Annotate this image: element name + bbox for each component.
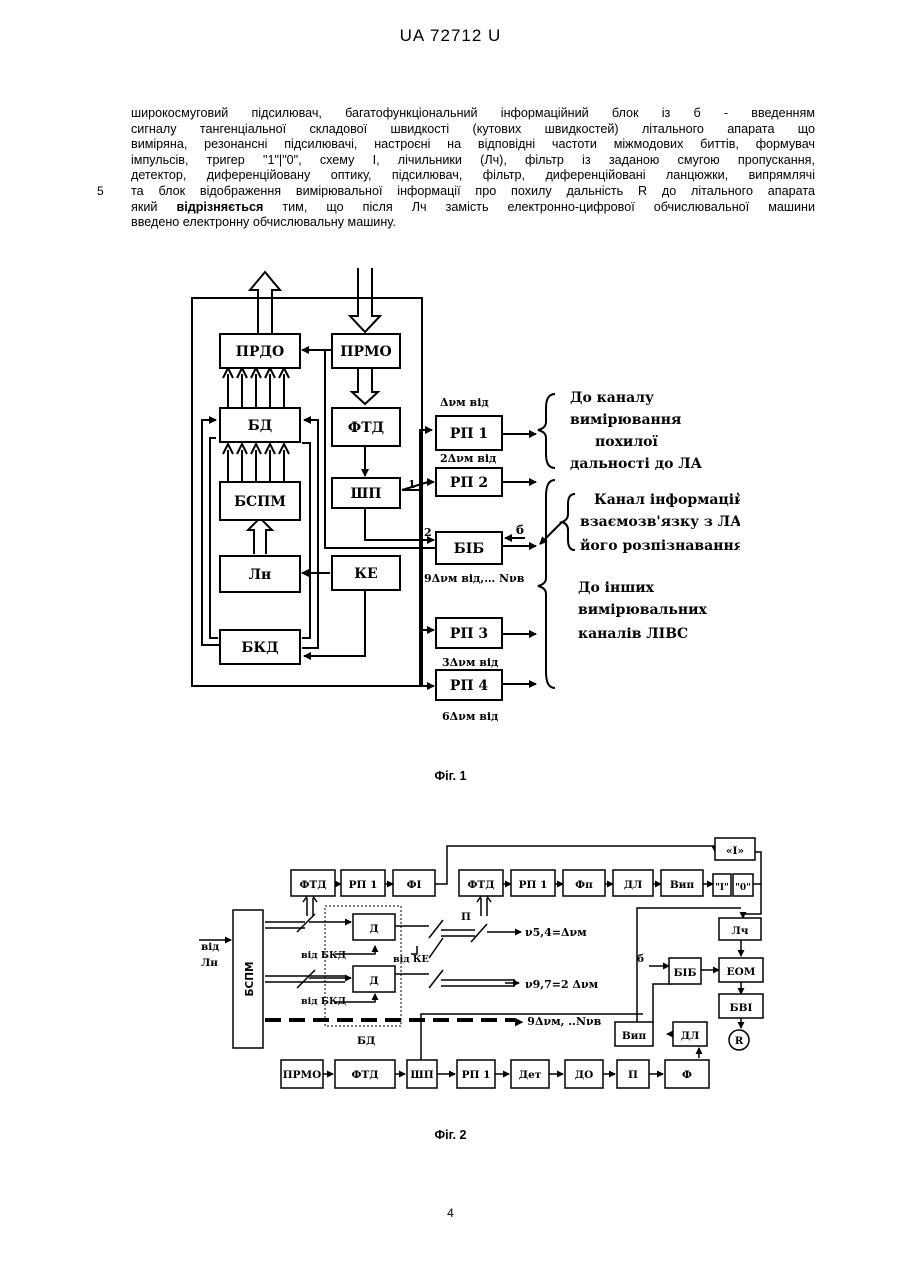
fig2-nu97-label: ν9,7=2 Δνм	[525, 978, 599, 991]
fig2-label-det: Дет	[519, 1069, 542, 1081]
fig2-label-bspm: БСПМ	[244, 962, 256, 997]
paragraph-line: виміряна, резонансні підсилювачі, настро…	[131, 137, 815, 153]
fig2-label-p: П	[628, 1069, 638, 1081]
fig1-label-bib: БІБ	[454, 541, 485, 557]
fig2-label-fi: ФІ	[407, 879, 422, 891]
fig2-label-zero: "0"	[735, 883, 751, 893]
note-range-line: дальності до ЛА	[570, 456, 703, 472]
fig1-label-bkd: БКД	[241, 640, 278, 656]
prmo-input-arrow	[350, 268, 380, 332]
fig2-nine-label: ▶ 9Δνм, ..Nνв	[515, 1015, 602, 1028]
fig2-p-label: П	[461, 911, 471, 923]
fig1-label-rp1: РП 1	[450, 426, 488, 442]
fig1-label-ln: Лн	[249, 567, 272, 583]
fig2-label-rp1-c: РП 1	[462, 1069, 491, 1081]
fig2-label-ftd-a: ФТД	[299, 879, 326, 891]
paragraph-line: та блок відображення вимірювальної інфор…	[131, 184, 815, 200]
page-number: 4	[0, 1206, 901, 1220]
fig1-label-ftd: ФТД	[348, 420, 384, 436]
fig1-6dv-label: 6Δνм від	[442, 710, 498, 723]
fig2-vid-ke: від КЕ	[393, 954, 429, 965]
paragraph-line: введено електронну обчислювальну машину.	[131, 215, 815, 231]
prmo-ftd-arrow	[352, 368, 378, 404]
note-info-line: його розпізнавання	[580, 537, 740, 554]
note-other-line: До інших	[578, 580, 655, 596]
paragraph-line: детектор, диференційовану оптику, підсил…	[131, 168, 815, 184]
fig2-label-dl-a: ДЛ	[624, 879, 643, 891]
fig2-b-label: б	[637, 953, 644, 965]
fig2-label-one: "I"	[715, 883, 729, 893]
fig2-vid-label: від	[201, 941, 219, 953]
fig2-label-d2: Д	[369, 975, 378, 987]
note-range-line: вимірювання	[570, 412, 681, 428]
fig1-node-1: 1	[408, 478, 416, 491]
fig1-9dv-label: 9Δνм від,… Nνв	[424, 572, 525, 585]
fig1-label-bd: БД	[248, 418, 272, 434]
fig1-label-ke: КЕ	[354, 566, 377, 582]
fig1-label-rp4: РП 4	[450, 678, 489, 694]
fig1-label-bspm: БСПМ	[234, 494, 286, 510]
figure-2-diagram: ФТД РП 1 ФІ ФТД РП 1 Фп ДЛ Вип "I" "0" «…	[185, 828, 785, 1118]
fig2-label-rp1-a: РП 1	[349, 879, 378, 891]
fig2-label-rp1-b: РП 1	[519, 879, 548, 891]
fig2-label-shp: ШП	[410, 1069, 433, 1081]
paragraph-line: який відрізняється тим, що після Лч замі…	[131, 200, 815, 216]
fig2-vid-bkd-2: від БКД	[301, 996, 346, 1007]
fig2-label-vyp-b: Вип	[622, 1030, 647, 1042]
fig1-node-2: 2	[424, 526, 432, 539]
fig2-label-ftd-b: ФТД	[467, 879, 494, 891]
fig2-nu54-label: ν5,4=Δνм	[525, 926, 587, 939]
fig2-label-lch: Лч	[732, 925, 749, 937]
paragraph-emphasis: відрізняється	[176, 200, 263, 214]
note-info-line: взаємозв'язку з ЛА та	[580, 514, 740, 530]
fig2-label-bib: БІБ	[674, 967, 697, 979]
fig1-label-prdo: ПРДО	[236, 344, 284, 360]
fig1-b-label: б	[516, 523, 524, 537]
fig2-ln-label: Лн	[201, 957, 218, 969]
fig1-label-rp3: РП 3	[450, 626, 488, 642]
fig2-label-bvi: БВІ	[730, 1002, 753, 1014]
fig2-label-r: R	[735, 1036, 744, 1047]
fig2-label-vyp-a: Вип	[670, 879, 695, 891]
paragraph-line: широкосмуговий підсилювач, багатофункціо…	[131, 106, 815, 122]
patent-header: UA 72712 U	[0, 26, 901, 46]
note-other-line: каналів ЛІВС	[578, 626, 688, 642]
fig2-label-and-i: «І»	[726, 845, 744, 857]
figure-1-caption: Фіг. 1	[0, 769, 901, 783]
fig2-label-prmo: ПРМО	[283, 1069, 322, 1081]
fig2-bd-label: БД	[357, 1035, 375, 1047]
paragraph-line: імпульсів, тригер "1"|"0", схему І, лічи…	[131, 153, 815, 169]
note-info-line: Канал інформаційного	[594, 491, 740, 508]
fig2-label-d1: Д	[369, 923, 378, 935]
fig1-2dv-label: 2Δνм від	[440, 452, 496, 465]
fig1-3dv-label: 3Δνм від	[442, 656, 498, 669]
fig1-label-shp: ШП	[351, 486, 382, 502]
prdo-output-arrow	[250, 272, 280, 333]
figure-1-diagram: ПРДО ПРМО БД ФТД БСПМ ШП Лн КЕ БКД БІБ Р…	[180, 268, 740, 758]
paragraph-line: сигналу тангенціальної складової швидкос…	[131, 122, 815, 138]
line-number: 5	[97, 184, 104, 198]
fig2-label-eom: ЕОМ	[727, 966, 756, 978]
paragraph-text: який	[131, 200, 176, 214]
note-range-line: похилої	[595, 434, 659, 450]
fig2-label-f: Ф	[682, 1069, 692, 1081]
note-range-line: До каналу	[570, 390, 654, 406]
fig1-dv-label: Δνм від	[440, 396, 489, 409]
claim-paragraph: широкосмуговий підсилювач, багатофункціо…	[131, 106, 815, 231]
figure-2-caption: Фіг. 2	[0, 1128, 901, 1142]
fig2-label-do: ДО	[575, 1069, 593, 1081]
fig1-label-prmo: ПРМО	[340, 344, 391, 360]
note-other-line: вимірювальних	[578, 602, 708, 618]
fig2-label-fp: Фп	[575, 879, 593, 891]
fig2-label-dl-b: ДЛ	[681, 1030, 700, 1042]
fig1-label-rp2: РП 2	[450, 475, 488, 491]
fig2-vid-bkd-1: від БКД	[301, 950, 346, 961]
fig2-label-ftd-c: ФТД	[351, 1069, 378, 1081]
paragraph-text: тим, що після Лч замість електронно-цифр…	[263, 200, 815, 214]
